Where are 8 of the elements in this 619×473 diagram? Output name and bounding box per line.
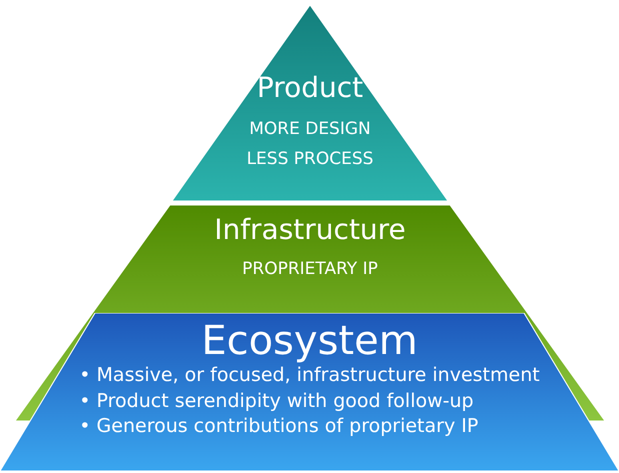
tier-title: Ecosystem (201, 319, 418, 363)
tier-subtitle: PROPRIETARY IP (241, 258, 379, 281)
tier-title: Product (256, 73, 364, 104)
tier-title: Infrastructure (214, 215, 406, 246)
bullet-item: • Massive, or focused, infrastructure investment (79, 363, 540, 388)
bullet-item: • Product serendipity with good follow-up (79, 388, 475, 414)
tier-subtitle: MORE DESIGN LESS PROCESS (246, 118, 374, 171)
bullet-item: • Generous contributions of proprietary IP (79, 414, 480, 440)
